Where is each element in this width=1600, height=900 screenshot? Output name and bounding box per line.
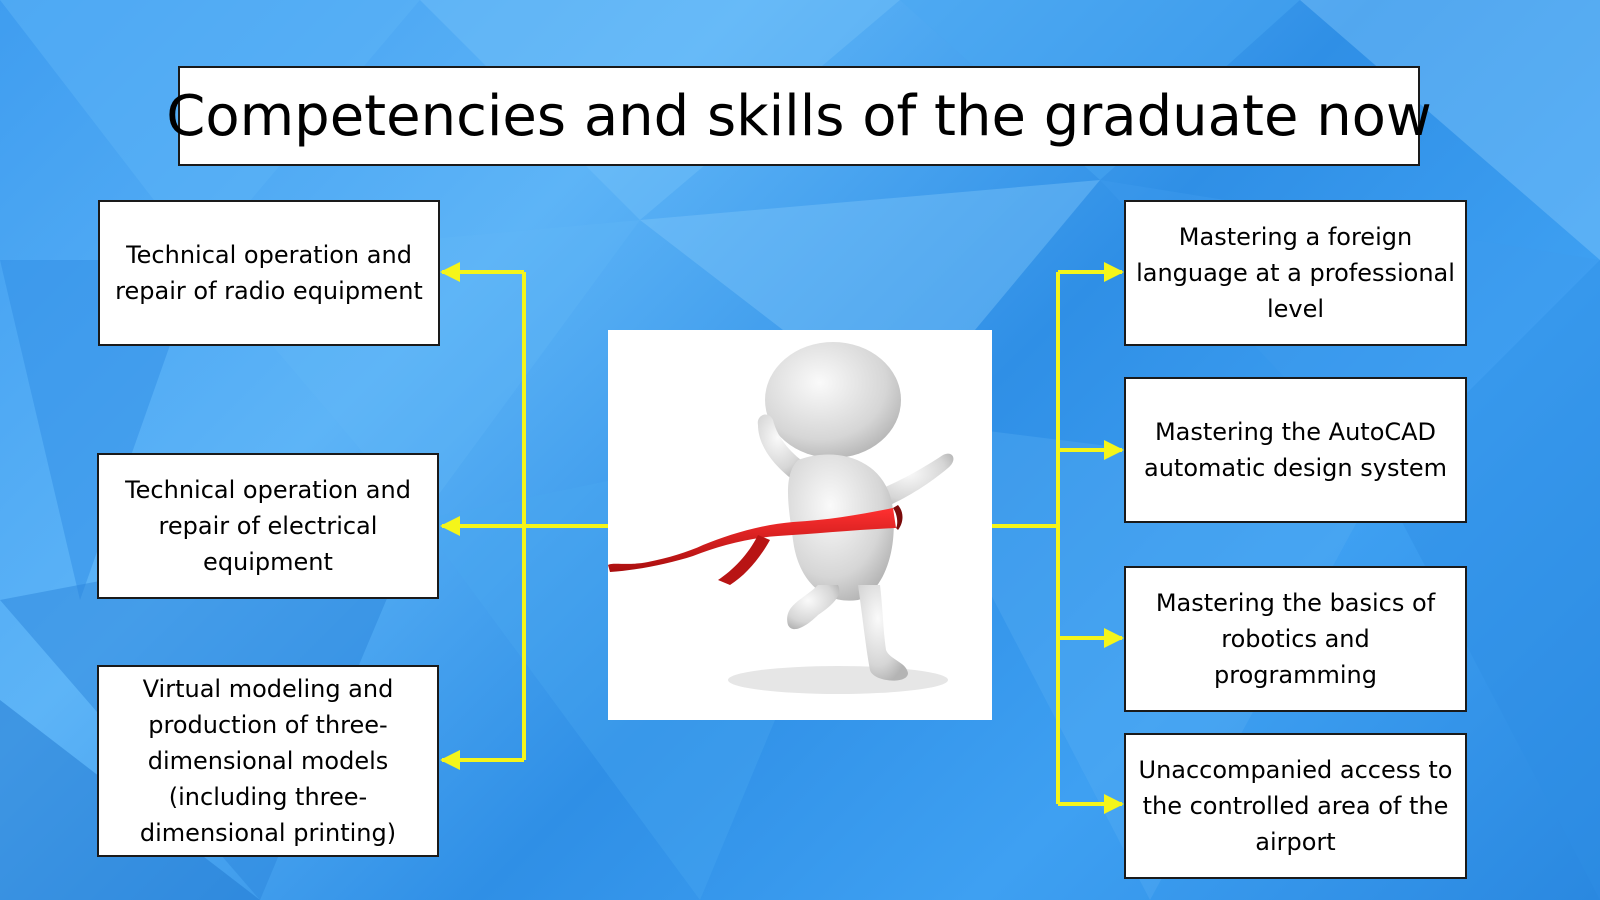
- right-box-label: Unaccompanied access to the controlled a…: [1138, 756, 1453, 856]
- right-box-robotics: Mastering the basics of robotics and pro…: [1124, 566, 1467, 712]
- left-box-radio-equipment: Technical operation and repair of radio …: [98, 200, 440, 346]
- right-box-label: Mastering a foreign language at a profes…: [1136, 223, 1455, 323]
- page-title: Competencies and skills of the graduate …: [166, 83, 1432, 149]
- left-box-3d-modeling: Virtual modeling and production of three…: [97, 665, 439, 857]
- left-box-electrical-equipment: Technical operation and repair of electr…: [97, 453, 439, 599]
- right-box-label: Mastering the basics of robotics and pro…: [1155, 589, 1436, 689]
- right-box-autocad: Mastering the AutoCAD automatic design s…: [1124, 377, 1467, 523]
- right-box-foreign-language: Mastering a foreign language at a profes…: [1124, 200, 1467, 346]
- left-box-label: Technical operation and repair of electr…: [125, 476, 411, 576]
- right-box-label: Mastering the AutoCAD automatic design s…: [1143, 418, 1447, 482]
- left-box-label: Virtual modeling and production of three…: [139, 675, 397, 847]
- figure-crossing-finish-line-icon: [608, 342, 954, 694]
- finish-line-illustration: [608, 330, 992, 720]
- left-box-label: Technical operation and repair of radio …: [115, 241, 423, 305]
- right-box-airport-access: Unaccompanied access to the controlled a…: [1124, 733, 1467, 879]
- title-box: Competencies and skills of the graduate …: [166, 66, 1432, 166]
